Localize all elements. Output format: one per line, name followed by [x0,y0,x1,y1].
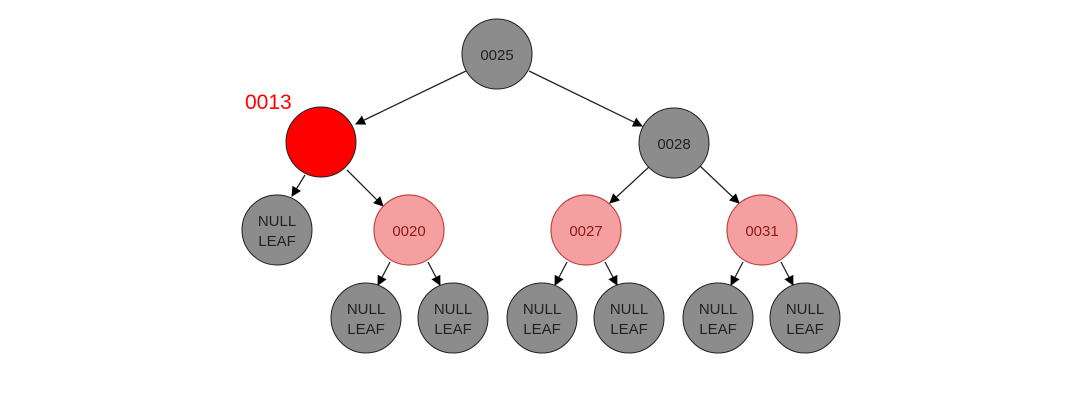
node-red-solid [285,106,357,178]
node-0027: 0027 [550,194,622,266]
leaf-label-line1: NULL [610,301,648,318]
leaf-label-line2: LEAF [434,321,472,338]
node-label: 0025 [480,47,513,64]
edge-0028-0031 [699,165,740,204]
edge-0020-leaf-right [427,261,441,286]
node-0028: 0028 [638,107,710,179]
floating-node-label: 0013 [245,91,292,114]
node-label: 0020 [392,223,425,240]
edge-0028-0027 [609,165,651,204]
leaf-label-line1: NULL [258,213,296,230]
node-0020: 0020 [373,194,445,266]
leaf-label-line1: NULL [523,301,561,318]
leaf-label-line1: NULL [347,301,385,318]
leaf-label-line1: NULL [434,301,472,318]
leaf-label-line2: LEAF [258,233,296,250]
node-label: 0031 [745,223,778,240]
edges [291,70,794,286]
node-0031: 0031 [726,194,798,266]
null-leaf-node: NULL LEAF [241,194,313,266]
null-leaf-node: NULL LEAF [417,282,489,354]
node-label: 0028 [657,136,690,153]
null-leaf-node: NULL LEAF [330,282,402,354]
null-leaf-node: NULL LEAF [769,282,841,354]
leaf-label-line1: NULL [786,301,824,318]
node-0025: 0025 [461,18,533,90]
leaf-label-line2: LEAF [523,321,561,338]
leaf-label-line2: LEAF [347,321,385,338]
edge-left-0020 [346,169,384,207]
null-leaf-node: NULL LEAF [593,282,665,354]
leaf-label-line1: NULL [699,301,737,318]
edge-0027-leaf-left [554,261,568,286]
node-label: 0027 [569,223,602,240]
null-leaf-node: NULL LEAF [506,282,578,354]
edge-root-right [528,70,643,127]
null-leaf-node: NULL LEAF [682,282,754,354]
edge-left-nullleaf [291,174,306,197]
edge-root-left [355,70,467,125]
edge-0020-leaf-left [377,261,391,286]
edge-0031-leaf-right [780,261,794,286]
leaf-label-line2: LEAF [786,321,824,338]
edge-0027-leaf-right [604,261,618,286]
leaf-label-line2: LEAF [699,321,737,338]
edge-0031-leaf-left [730,261,744,286]
leaf-label-line2: LEAF [610,321,648,338]
